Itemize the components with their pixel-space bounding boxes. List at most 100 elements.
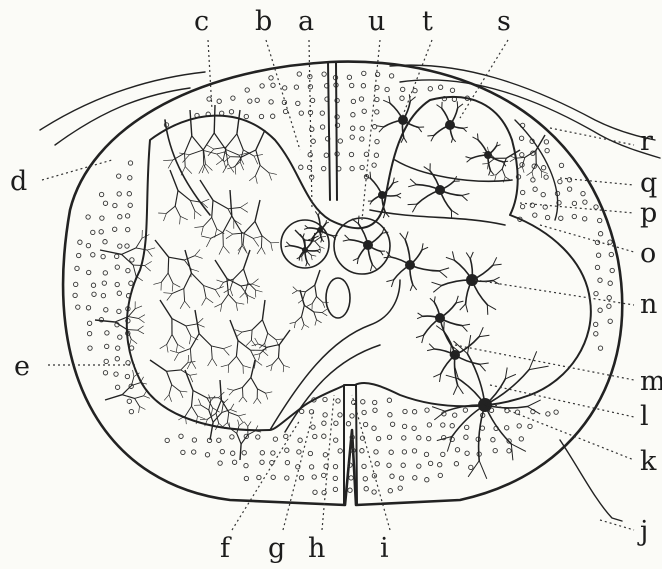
white-matter-dot [528, 424, 532, 428]
fibre-branch [206, 298, 213, 303]
fibre-branch [256, 165, 261, 175]
label-h: h [308, 533, 325, 564]
neuron-dendrite-fork [511, 444, 513, 460]
white-matter-dot [117, 174, 121, 178]
white-matter-dot [594, 205, 598, 209]
fibre-branch [317, 320, 322, 323]
fibre-branch [251, 360, 255, 378]
fibre-branch [279, 330, 290, 345]
fibre-branch [128, 317, 138, 319]
white-matter-dot [428, 461, 432, 465]
neuron-dendrite-fork [377, 126, 384, 127]
fibre-branch [266, 393, 268, 399]
neuron-dendrite-fork [505, 368, 507, 379]
neuron-dendrite-fork [384, 257, 391, 258]
white-matter-dot [299, 476, 303, 480]
white-matter-dot [218, 461, 222, 465]
fibre-branch [293, 287, 297, 291]
neuron-dendrite-fork [397, 193, 402, 195]
fibre-branch [243, 366, 251, 368]
fibre-branch [179, 349, 191, 353]
white-matter-dot [390, 422, 394, 426]
fibre-branch [243, 397, 247, 402]
white-matter-dot [493, 448, 497, 452]
fibre-branch [305, 285, 314, 292]
white-matter-dot [128, 161, 132, 165]
fibre-branch [212, 217, 217, 228]
fibre-branch [204, 286, 216, 290]
white-matter-dot [118, 215, 122, 219]
fibre-branch [122, 248, 136, 255]
white-matter-dot [559, 163, 563, 167]
white-matter-dot [401, 87, 405, 91]
fibre-branch [228, 365, 229, 373]
white-matter-dot [271, 451, 275, 455]
fibre-branch [170, 170, 178, 191]
white-matter-dot [310, 98, 314, 102]
fibre-branch [206, 238, 210, 247]
fibre-branch [213, 200, 228, 209]
neuron-dendrite-fork [479, 335, 489, 337]
neuron-dendrite-fork [434, 296, 435, 302]
white-matter-dot [232, 460, 236, 464]
fibre-branch [257, 389, 265, 393]
neuron-dendrite [440, 318, 462, 326]
white-matter-dot [554, 410, 558, 414]
neuron-dendrite-fork [305, 225, 308, 228]
neuron-dendrite [390, 103, 403, 120]
white-matter-dot [103, 240, 107, 244]
white-matter-dot [363, 422, 367, 426]
white-matter-dot [610, 268, 614, 272]
white-matter-dot [271, 83, 275, 87]
white-matter-dot [322, 72, 326, 76]
neuron-dendrite-fork [422, 243, 423, 250]
fibre-branch [192, 136, 204, 151]
white-matter-dot [399, 476, 403, 480]
fibre-branch [228, 208, 240, 209]
neuron-dendrite [358, 245, 368, 258]
label-q: q [640, 168, 657, 199]
fibre-branch [185, 406, 191, 416]
fibre-branch [221, 365, 229, 367]
neuron-dendrite-fork [458, 104, 463, 108]
white-matter-dot [455, 448, 459, 452]
fibre-branch [240, 444, 241, 460]
white-matter-dot [398, 486, 402, 490]
fibre-branch [195, 211, 201, 216]
white-matter-dot [76, 305, 80, 309]
fibre-branch [240, 208, 248, 213]
white-matter-dot [558, 179, 562, 183]
fibre-branch [95, 320, 115, 322]
fibre-branch [248, 421, 251, 426]
fibre-branch [199, 334, 211, 346]
neuron-dendrite-fork [466, 253, 470, 259]
white-matter-dot [313, 490, 317, 494]
fibre-branch [252, 320, 262, 330]
fibre-branch [138, 326, 144, 330]
white-matter-dot [594, 291, 598, 295]
neuron-dendrite-fork [410, 284, 413, 290]
fibre-branch [234, 387, 243, 390]
white-matter-dot [417, 436, 421, 440]
neuron-dendrite-fork [437, 105, 442, 109]
white-matter-dot [126, 227, 130, 231]
white-matter-dot [519, 437, 523, 441]
fibre-branch [175, 191, 178, 207]
fibre-branch [129, 339, 131, 346]
white-matter-dot [118, 244, 122, 248]
fibre-branch [236, 303, 237, 311]
white-matter-dot [598, 232, 602, 236]
fibre-branch [239, 422, 244, 426]
fibre-branch [174, 353, 178, 361]
white-matter-dot [130, 258, 134, 262]
fibre-branch [172, 319, 186, 326]
label-n: n [640, 289, 657, 320]
white-matter-dot [333, 464, 337, 468]
fibre-branch [254, 156, 258, 164]
white-matter-dot [117, 291, 121, 295]
neuron-dendrite-fork [306, 262, 307, 266]
white-matter-dot [333, 487, 337, 491]
fibre-branch [265, 333, 268, 343]
fibre-branch [144, 396, 150, 399]
dorsal-root-zone [395, 160, 512, 181]
